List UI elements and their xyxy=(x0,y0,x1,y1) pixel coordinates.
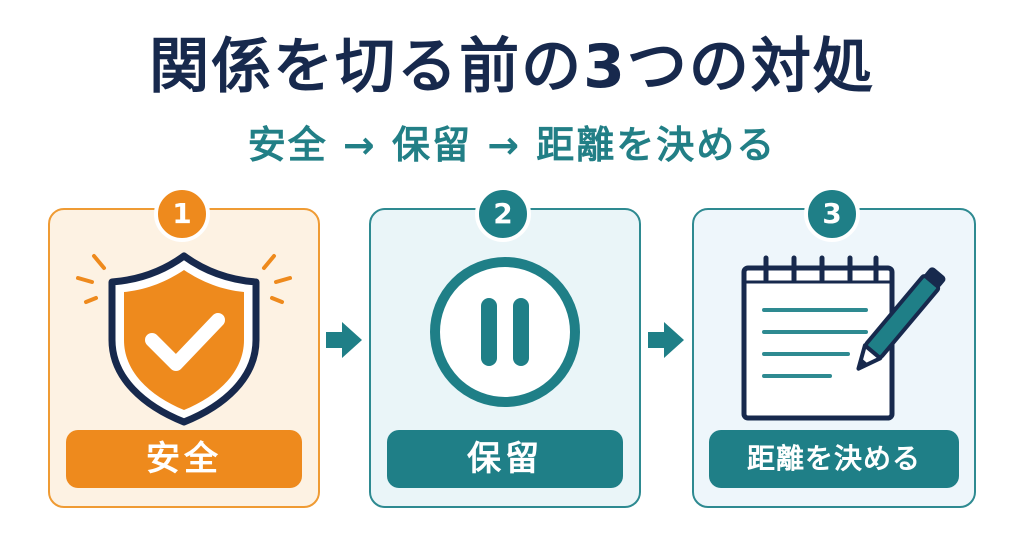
notepad-pencil-icon xyxy=(741,255,946,421)
step-number-badge-3: 3 xyxy=(804,186,860,242)
pause-icon xyxy=(430,257,580,407)
page-title: 関係を切る前の3つの対処 xyxy=(149,32,875,102)
step-number-badge-1: 1 xyxy=(154,186,210,242)
step-label-safety: 安全 xyxy=(66,430,302,488)
arrow-right-icon xyxy=(648,322,684,358)
page-subtitle: 安全 → 保留 → 距離を決める xyxy=(247,123,777,167)
arrow-right-icon xyxy=(326,322,362,358)
step-label-decide-distance: 距離を決める xyxy=(709,430,959,488)
shield-check-icon xyxy=(76,252,292,426)
step-number-badge-2: 2 xyxy=(475,186,531,242)
sparkle-icon xyxy=(76,254,292,304)
step-label-hold: 保留 xyxy=(387,430,623,488)
